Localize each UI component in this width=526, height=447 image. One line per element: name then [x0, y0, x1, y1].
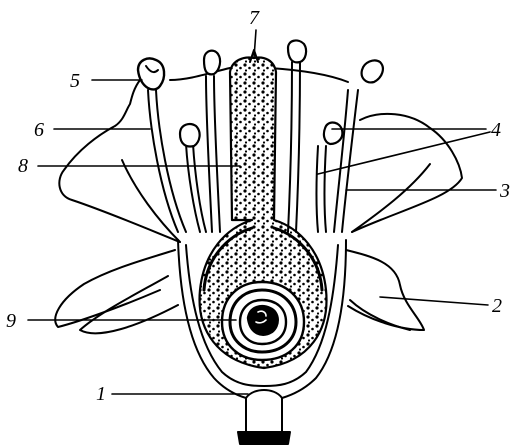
label-1: 1	[96, 384, 106, 404]
label-2: 2	[492, 296, 502, 316]
label-7: 7	[249, 8, 259, 28]
label-8: 8	[18, 156, 28, 176]
ovule	[222, 282, 304, 360]
label-9: 9	[6, 311, 16, 331]
label-6: 6	[34, 120, 44, 140]
label-4: 4	[491, 120, 501, 140]
label-3: 3	[500, 181, 510, 201]
label-5: 5	[70, 71, 80, 91]
